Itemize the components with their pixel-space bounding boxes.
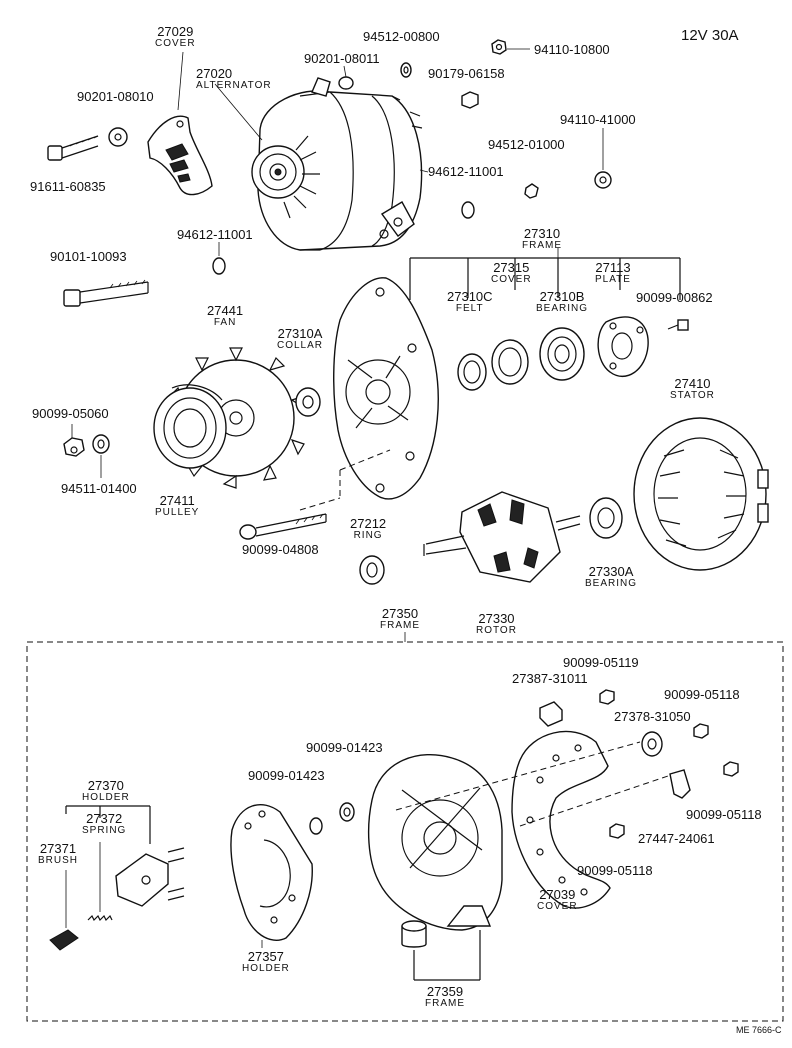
spring-27372: [87, 914, 113, 922]
part-label-94512-00800: 94512-00800: [363, 29, 440, 44]
insulator-27387-31011: [539, 701, 563, 727]
felt-27310c: [457, 353, 487, 391]
part-label-91611-60835: 91611-60835: [30, 179, 106, 194]
part-label-90201-08011: 90201-08011: [304, 51, 380, 66]
washer-90099-01423-right: [339, 802, 355, 822]
frame-27350-group-box: [26, 641, 784, 1022]
bearing-27310b: [539, 327, 585, 381]
assembly-line-front: [299, 449, 391, 511]
washer-94612-11001-left: [212, 257, 226, 275]
part-label-27378-31050: 27378-31050: [614, 709, 691, 724]
part-label-90099-05119: 90099-05119: [563, 655, 639, 670]
assembly-line-rear: [395, 741, 669, 827]
nut-90099-05060: [63, 437, 85, 457]
screw-90099-00862: [667, 319, 689, 331]
cover-27315: [491, 339, 529, 385]
nut-90099-05118-bottom: [609, 823, 625, 839]
ring-27212: [359, 555, 385, 585]
cover-27029: [147, 115, 213, 196]
bolt-91611-60835: [47, 135, 99, 161]
washer-94511-01400: [92, 434, 110, 454]
part-label-27387-31011: 27387-31011: [512, 671, 588, 686]
bushing-27378-31050: [641, 731, 663, 757]
collar-27359: [401, 920, 427, 948]
part-label-90101-10093: 90101-10093: [50, 249, 127, 264]
washer-94512-00800: [400, 62, 412, 78]
part-label-90099-05060: 90099-05060: [32, 406, 109, 421]
frame-27359-bracket: [413, 930, 481, 981]
bolt-90099-04808: [239, 513, 327, 540]
frame-27310: [333, 277, 439, 500]
part-label-94612-11001-right: 94612-11001: [428, 164, 504, 179]
part-label-27447-24061: 27447-24061: [638, 831, 715, 846]
rear-frame-27359: [367, 754, 503, 931]
nut-90201-08011: [338, 76, 354, 90]
nut-90099-05118-right: [723, 761, 739, 777]
washer-90201-08010: [108, 127, 128, 147]
part-label-90099-04808: 90099-04808: [242, 542, 319, 557]
bolt-90179-06158: [461, 91, 479, 109]
frame-27310-bracket: [409, 257, 681, 300]
spec-label: 12V 30A: [681, 27, 739, 44]
part-label-90099-05118-right: 90099-05118: [686, 807, 762, 822]
part-label-90201-08010: 90201-08010: [77, 89, 154, 104]
part-label-90099-05118-bottom: 90099-05118: [577, 863, 653, 878]
pulley-27411: [153, 384, 227, 469]
terminal-27447-24061: [669, 769, 691, 799]
cover-27039: [511, 730, 611, 909]
part-label-94512-01000: 94512-01000: [488, 137, 565, 152]
alternator-assembly-27020: [251, 77, 423, 251]
collar-27310a: [295, 387, 321, 417]
part-label-90099-00862: 90099-00862: [636, 290, 713, 305]
nut-94110-10800: [491, 39, 507, 55]
drawing-code: ME 7666-C: [736, 1025, 782, 1035]
part-label-90179-06158: 90179-06158: [428, 66, 505, 81]
nut-90099-05119: [599, 689, 615, 705]
part-label-90099-01423-left: 90099-01423: [248, 768, 325, 783]
bolt-90101-10093: [63, 279, 149, 307]
brush-holder-27370: [115, 847, 185, 907]
holder-27357: [230, 803, 313, 941]
part-label-94110-41000: 94110-41000: [560, 112, 636, 127]
part-label-94511-01400: 94511-01400: [61, 481, 137, 496]
washer-94512-01000: [524, 183, 539, 199]
part-label-90099-05118-top: 90099-05118: [664, 687, 740, 702]
bearing-27330a: [589, 497, 623, 539]
rotor-27330: [423, 491, 581, 583]
brush-27371: [49, 929, 79, 951]
part-label-94612-11001-left: 94612-11001: [177, 227, 253, 242]
washer-94612-11001-right: [461, 201, 475, 219]
nut-94110-41000: [594, 171, 612, 189]
holder-27370-bracket: [65, 805, 151, 844]
plate-27113: [597, 316, 649, 378]
stator-27410: [633, 417, 769, 571]
part-label-90099-01423-right: 90099-01423: [306, 740, 383, 755]
nut-90099-05118-top: [693, 723, 709, 739]
washer-90099-01423-left: [309, 817, 323, 835]
part-label-94110-10800: 94110-10800: [534, 42, 610, 57]
